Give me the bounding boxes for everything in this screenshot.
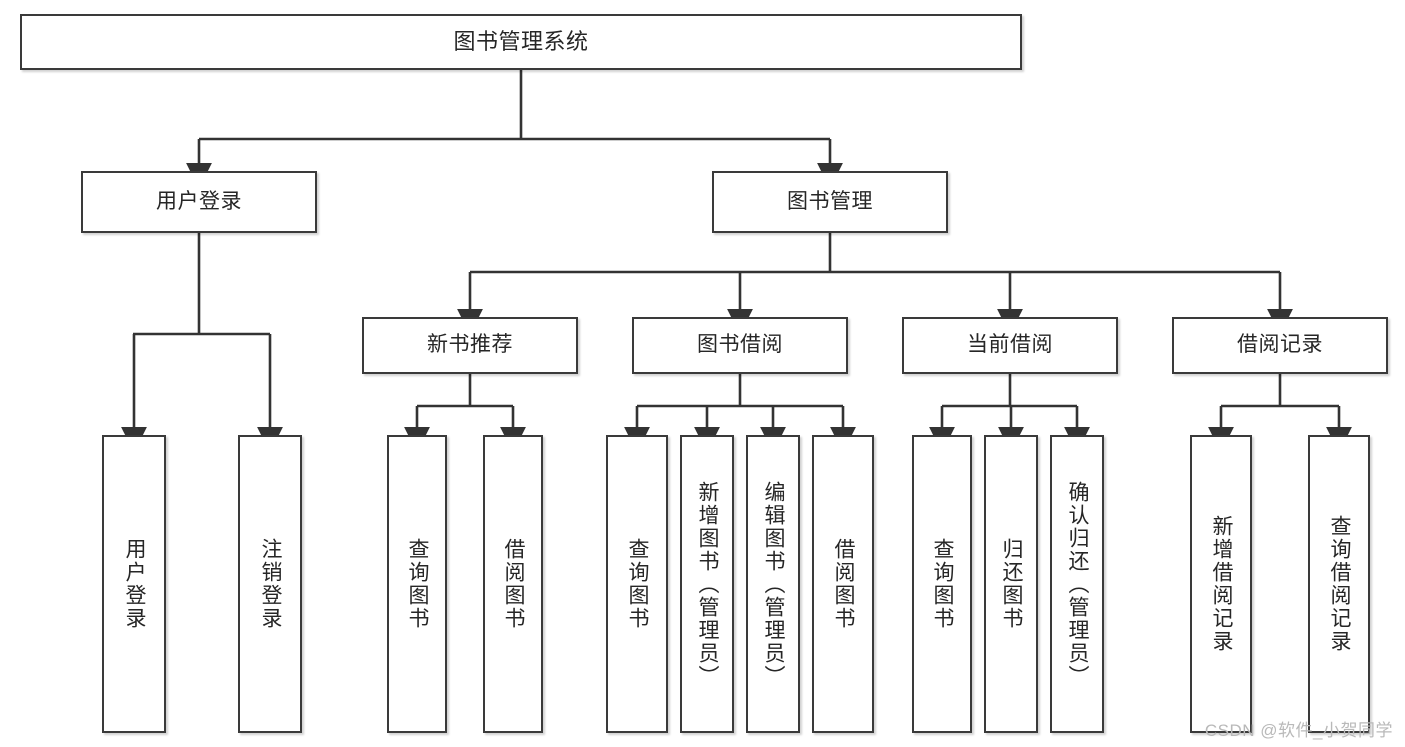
node-root[interactable]: 图书管理系统 [20,14,1022,70]
node-leaf-add-record[interactable]: 新增借阅记录 [1190,435,1252,733]
node-leaf-user-login[interactable]: 用户登录 [102,435,166,733]
node-leaf-query-book-1[interactable]: 查询图书 [387,435,447,733]
node-user-login[interactable]: 用户登录 [81,171,317,233]
node-book-manage[interactable]: 图书管理 [712,171,948,233]
node-label: 确认归还（管理员） [1066,480,1090,688]
node-label: 查询图书 [626,538,650,630]
node-leaf-borrow-book-1[interactable]: 借阅图书 [483,435,543,733]
node-leaf-edit-book[interactable]: 编辑图书（管理员） [746,435,800,733]
node-new-book-rec[interactable]: 新书推荐 [362,317,578,374]
node-label: 查询图书 [406,538,430,630]
node-leaf-user-logout[interactable]: 注销登录 [238,435,302,733]
node-leaf-query-record[interactable]: 查询借阅记录 [1308,435,1370,733]
node-label: 新书推荐 [427,333,513,357]
node-borrow-record[interactable]: 借阅记录 [1172,317,1388,374]
node-book-borrow[interactable]: 图书借阅 [632,317,848,374]
node-label: 注销登录 [259,538,283,630]
node-leaf-query-book-2[interactable]: 查询图书 [606,435,668,733]
node-current-borrow[interactable]: 当前借阅 [902,317,1118,374]
node-leaf-return-book[interactable]: 归还图书 [984,435,1038,733]
node-label: 新增借阅记录 [1210,515,1234,653]
node-label: 图书借阅 [697,333,783,357]
node-leaf-borrow-book-2[interactable]: 借阅图书 [812,435,874,733]
node-label: 查询借阅记录 [1328,515,1352,653]
node-label: 借阅图书 [502,538,526,630]
node-label: 新增图书（管理员） [696,480,720,688]
node-label: 用户登录 [156,189,242,213]
node-label: 借阅记录 [1237,333,1323,357]
node-label: 借阅图书 [832,538,856,630]
node-label: 查询图书 [931,538,955,630]
node-leaf-query-book-3[interactable]: 查询图书 [912,435,972,733]
node-label: 用户登录 [123,538,147,630]
node-label: 当前借阅 [967,333,1053,357]
node-label: 归还图书 [1000,538,1024,630]
watermark: CSDN @软件_小贺同学 [1204,721,1393,740]
node-leaf-confirm-ret[interactable]: 确认归还（管理员） [1050,435,1104,733]
node-leaf-add-book[interactable]: 新增图书（管理员） [680,435,734,733]
node-label: 图书管理 [787,189,873,213]
node-label: 编辑图书（管理员） [762,480,786,688]
node-label: 图书管理系统 [453,29,589,55]
